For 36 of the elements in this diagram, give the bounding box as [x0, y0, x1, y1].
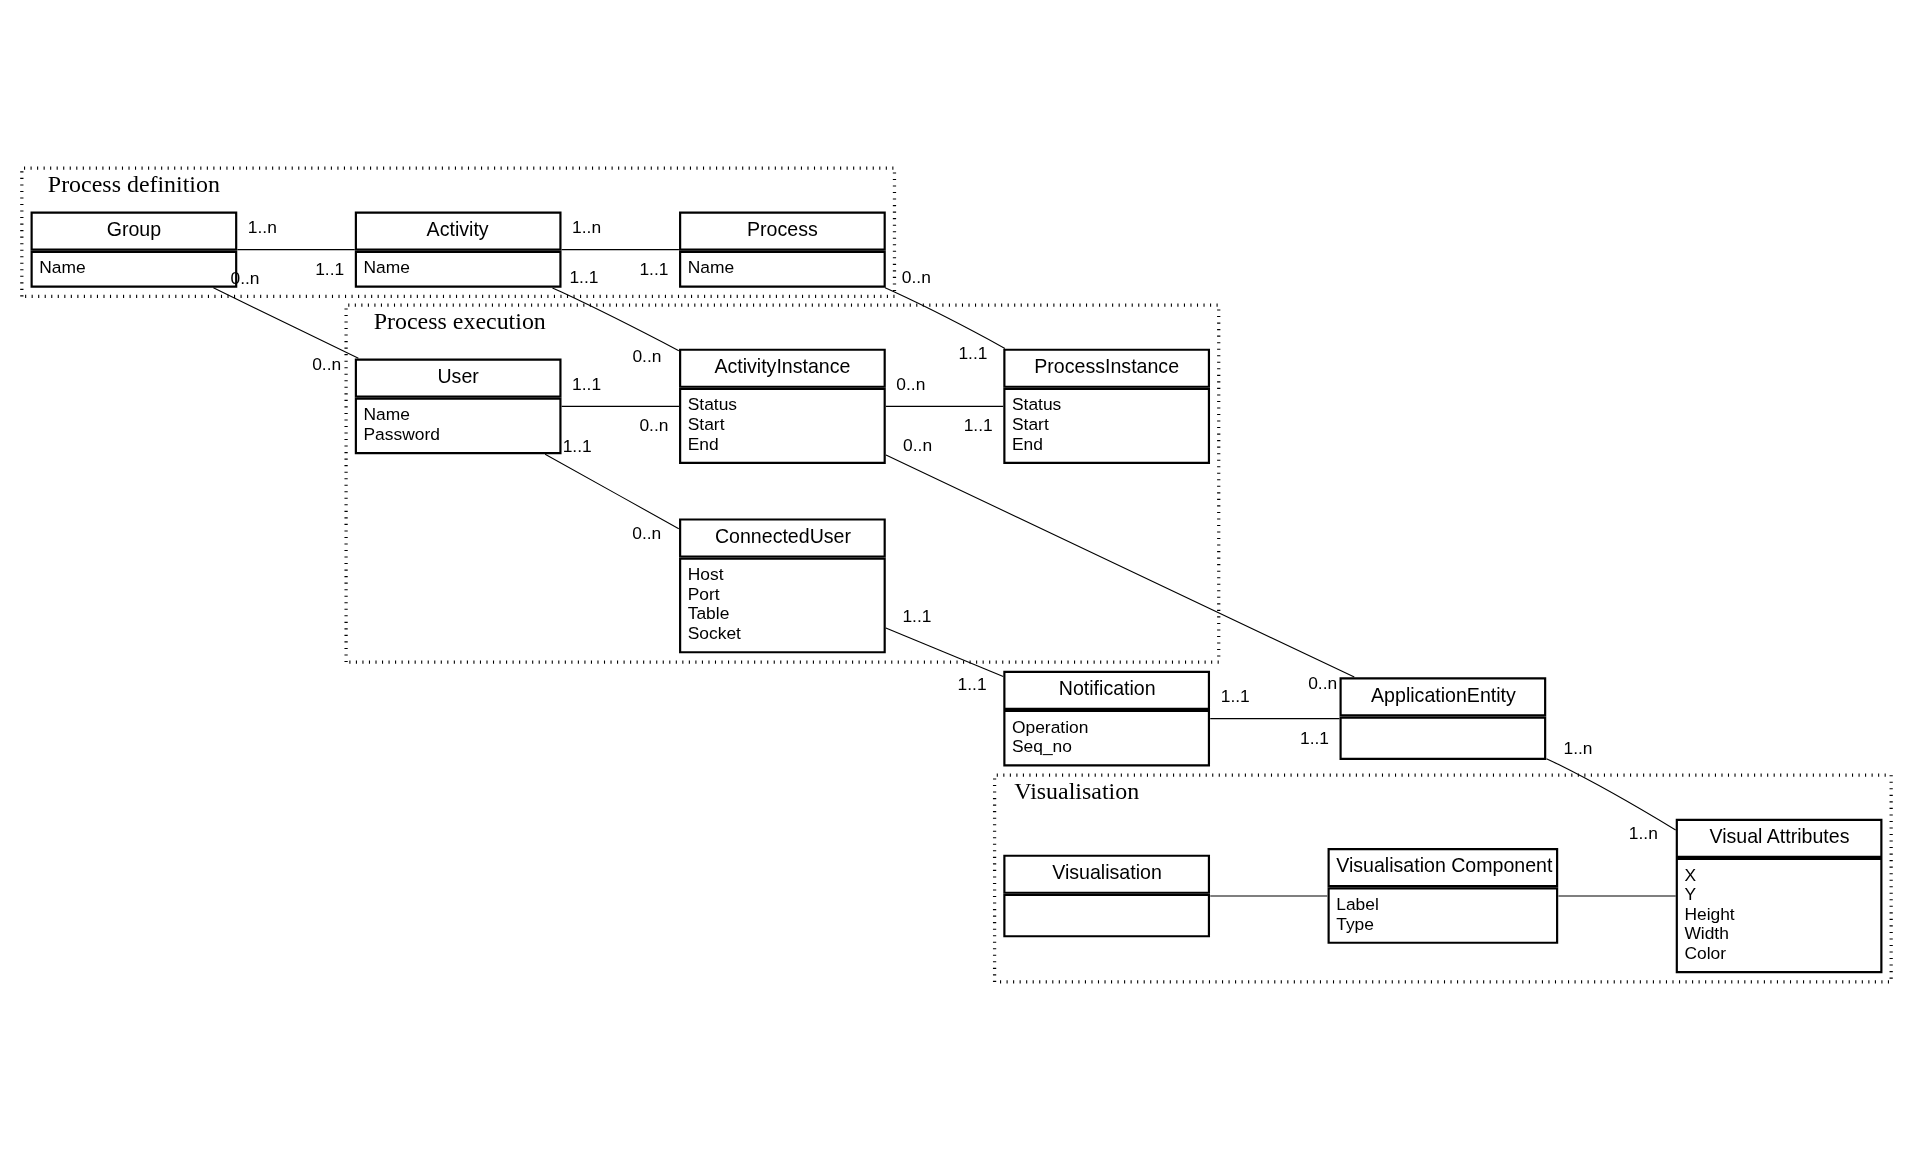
connector	[884, 286, 1006, 349]
node-label: 1..1	[562, 435, 592, 456]
node-label: 1..n	[1628, 822, 1658, 843]
node-label: 0..n	[896, 373, 926, 393]
node-label: 1..1	[569, 266, 599, 287]
connector	[1557, 894, 1677, 897]
node-label: 0..n	[903, 434, 933, 455]
node-label: 0..n	[312, 353, 342, 374]
node-label: 0..n	[901, 266, 931, 287]
connector	[561, 405, 680, 407]
connector	[885, 453, 1355, 678]
node-label: 1..1	[957, 673, 987, 694]
node-label: 1..1	[902, 605, 932, 626]
connector	[551, 286, 680, 351]
node-label: 1..1	[639, 258, 669, 279]
connector	[236, 248, 356, 250]
node-label: 1..n	[572, 216, 602, 237]
node-label: 1..1	[1299, 727, 1329, 748]
node-label: 1..1	[315, 258, 345, 279]
node-label: 1..n	[1563, 737, 1593, 758]
connector	[1209, 894, 1328, 897]
node-label: 0..n	[632, 522, 662, 543]
node-label: 1..1	[958, 342, 988, 363]
node-label: 1..1	[1220, 685, 1250, 706]
node-label: 0..n	[639, 414, 669, 435]
connector	[561, 248, 680, 250]
node-label: 1..1	[963, 414, 993, 435]
node-label: 0..n	[1308, 672, 1338, 693]
connector	[885, 627, 1004, 677]
connector	[1209, 717, 1341, 719]
connector	[1545, 757, 1677, 831]
connector	[544, 453, 680, 529]
connector	[885, 405, 1004, 407]
node-label: 1..1	[572, 373, 602, 393]
node-label: 1..n	[247, 216, 277, 237]
node-label: 0..n	[632, 345, 662, 366]
